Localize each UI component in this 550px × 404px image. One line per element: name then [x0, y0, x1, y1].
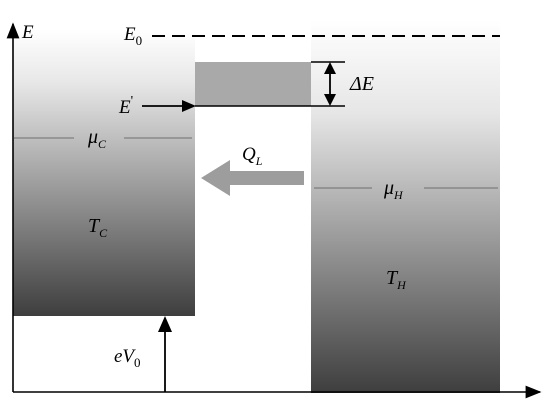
gap-arrow-head-down — [324, 94, 336, 106]
t-c-label: TC — [88, 215, 108, 240]
energy-filter-box — [195, 62, 311, 106]
gap-label: ΔE — [349, 73, 374, 95]
gap-arrow-head-up — [324, 62, 336, 74]
cold-reservoir — [13, 30, 195, 316]
injection-level-label: E' — [118, 94, 133, 118]
t-h-label: TH — [386, 267, 407, 292]
energy-axis-label: E — [21, 22, 34, 43]
mu-h-label: μH — [383, 177, 404, 202]
heat-flow-arrow — [201, 160, 304, 196]
bias-label: eV0 — [114, 346, 141, 370]
bias-arrow-head — [158, 316, 172, 332]
mu-c-label: μC — [87, 126, 107, 151]
q-l-label: QL — [242, 144, 263, 168]
hot-reservoir — [311, 20, 500, 393]
injection-arrow-head — [182, 100, 196, 112]
vacuum-level-label: E0 — [123, 24, 142, 48]
